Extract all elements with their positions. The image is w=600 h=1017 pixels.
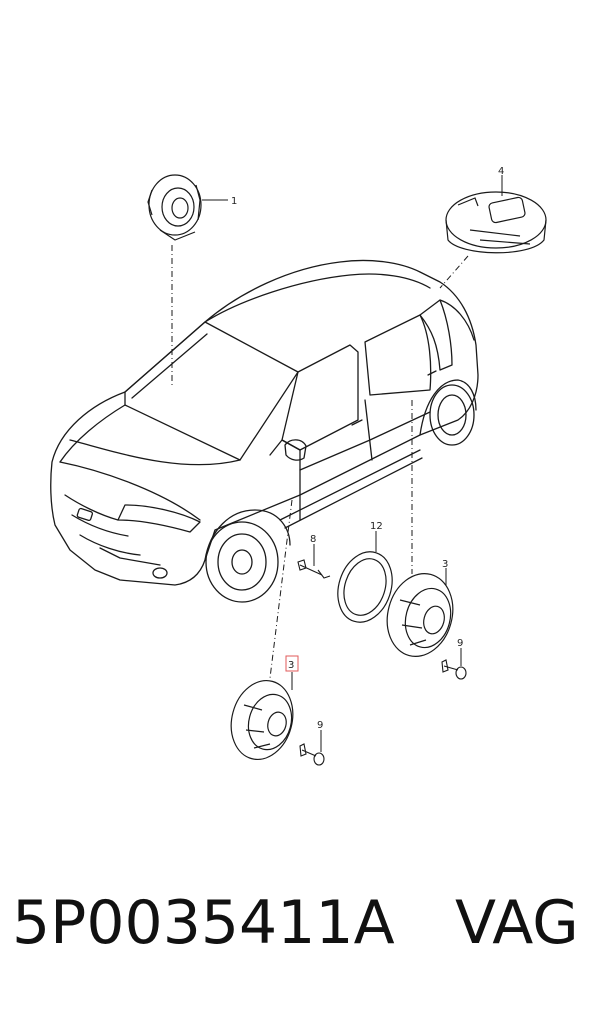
parts-diagram: 1 4 8 12 3 9 3 9 <box>50 166 547 766</box>
callout-9-right: 9 <box>457 638 463 649</box>
dash-line-3-left <box>269 499 293 679</box>
callout-1: 1 <box>231 196 237 207</box>
part-number: 5P0035411A <box>12 888 395 958</box>
subwoofer-part-4 <box>445 191 547 254</box>
highlight-box-3 <box>285 655 299 672</box>
speaker-part-1 <box>147 174 202 241</box>
callout-3-right: 3 <box>442 559 448 570</box>
callout-8: 8 <box>310 534 316 545</box>
speaker-part-3-left <box>230 679 294 761</box>
dash-line-4 <box>439 255 469 289</box>
brand-label: VAG <box>455 888 579 958</box>
screw-part-9-right <box>441 659 467 680</box>
callout-12: 12 <box>370 521 383 532</box>
pin-part-8 <box>297 559 331 579</box>
callout-9-left: 9 <box>317 720 323 731</box>
callout-4: 4 <box>498 166 504 177</box>
screw-part-9-left <box>299 743 325 766</box>
car-illustration <box>50 259 479 603</box>
callout-3-left: 3 <box>288 660 294 671</box>
ring-part-12 <box>337 551 393 623</box>
speaker-part-3-right <box>386 572 454 658</box>
